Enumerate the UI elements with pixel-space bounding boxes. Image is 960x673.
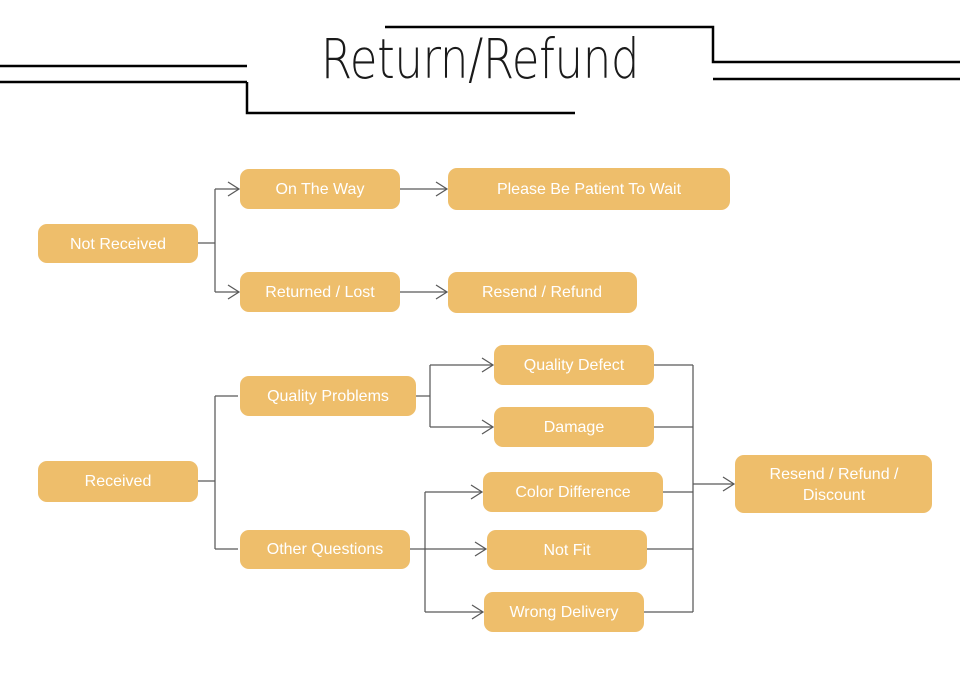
arrowhead-returnedlost xyxy=(227,284,241,300)
node-resend-refund-rect[interactable] xyxy=(448,272,637,313)
node-quality-problems-label: Quality Problems xyxy=(267,388,389,405)
node-returned-lost-rect[interactable] xyxy=(240,272,400,312)
node-returned-lost[interactable]: Returned / Lost xyxy=(240,272,400,312)
node-quality-defect[interactable]: Quality Defect xyxy=(494,345,654,385)
node-not-received-label: Not Received xyxy=(70,236,166,253)
node-wrong-delivery[interactable]: Wrong Delivery xyxy=(484,592,644,632)
node-not-fit[interactable]: Not Fit xyxy=(487,530,647,570)
connectors-received xyxy=(198,357,736,620)
node-received[interactable]: Received xyxy=(38,461,198,502)
node-not-received-rect[interactable] xyxy=(38,224,198,263)
arrowhead-quality-defect xyxy=(481,357,495,373)
node-not-received[interactable]: Not Received xyxy=(38,224,198,263)
header-rule-left-step xyxy=(245,82,575,115)
node-not-fit-label: Not Fit xyxy=(543,542,591,559)
node-damage-rect[interactable] xyxy=(494,407,654,447)
node-received-rect[interactable] xyxy=(38,461,198,502)
node-quality-defect-label: Quality Defect xyxy=(524,357,625,374)
node-resend-refund-discount-label-line1: Resend / Refund / xyxy=(770,466,900,483)
arrowhead-final-outcome xyxy=(722,476,736,492)
node-resend-refund-discount-label-line2: Discount xyxy=(803,487,866,504)
node-resend-refund-discount[interactable]: Resend / Refund / Discount xyxy=(735,455,932,513)
arrowhead-not-fit xyxy=(474,541,488,557)
node-wrong-delivery-label: Wrong Delivery xyxy=(509,604,618,621)
header-decoration-lines xyxy=(0,25,960,115)
node-on-the-way-rect[interactable] xyxy=(240,169,400,209)
node-not-fit-rect[interactable] xyxy=(487,530,647,570)
node-resend-refund-discount-rect[interactable] xyxy=(735,455,932,513)
connectors-not-received xyxy=(198,181,449,300)
node-received-label: Received xyxy=(85,473,152,490)
node-please-be-patient-to-wait[interactable]: Please Be Patient To Wait xyxy=(448,168,730,210)
node-wrong-delivery-rect[interactable] xyxy=(484,592,644,632)
node-quality-defect-rect[interactable] xyxy=(494,345,654,385)
node-color-difference[interactable]: Color Difference xyxy=(483,472,663,512)
node-other-questions[interactable]: Other Questions xyxy=(240,530,410,569)
node-resend-refund[interactable]: Resend / Refund xyxy=(448,272,637,313)
node-damage-label: Damage xyxy=(544,419,605,436)
header-band: Return/Refund xyxy=(0,0,960,130)
node-returned-lost-label: Returned / Lost xyxy=(265,284,375,301)
arrowhead-ontheway xyxy=(227,181,241,197)
node-quality-problems-rect[interactable] xyxy=(240,376,416,416)
node-on-the-way-label: On The Way xyxy=(276,181,365,198)
page-title: Return/Refund xyxy=(320,27,640,91)
node-on-the-way[interactable]: On The Way xyxy=(240,169,400,209)
arrowhead-color-difference xyxy=(470,484,484,500)
node-damage[interactable]: Damage xyxy=(494,407,654,447)
node-other-questions-label: Other Questions xyxy=(267,541,384,558)
arrowhead-wait xyxy=(435,181,449,197)
node-color-difference-rect[interactable] xyxy=(483,472,663,512)
arrowhead-damage xyxy=(481,419,495,435)
node-other-questions-rect[interactable] xyxy=(240,530,410,569)
arrowhead-resend xyxy=(435,284,449,300)
node-color-difference-label: Color Difference xyxy=(515,484,630,501)
node-quality-problems[interactable]: Quality Problems xyxy=(240,376,416,416)
node-resend-refund-label: Resend / Refund xyxy=(482,284,602,301)
header-rule-right-step xyxy=(385,25,960,64)
arrowhead-wrong-delivery xyxy=(471,604,485,620)
node-please-be-patient-rect[interactable] xyxy=(448,168,730,210)
node-please-be-patient-label: Please Be Patient To Wait xyxy=(497,181,682,198)
